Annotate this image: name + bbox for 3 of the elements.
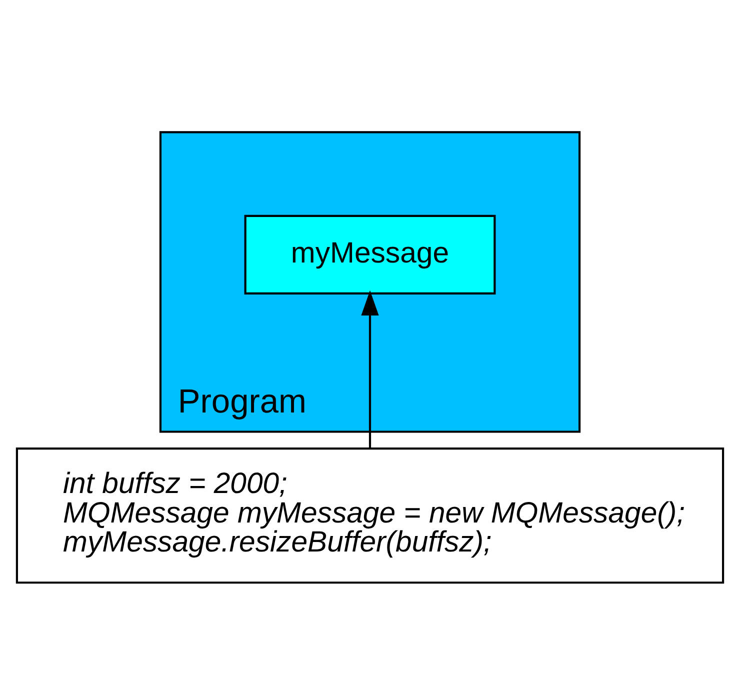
node-box: myMessage (244, 214, 496, 295)
arrow (361, 290, 379, 448)
node-box: int buffsz = 2000; MQMessage myMessage = new MQMessage(); myMessage.resizeBuffer(buffsz); (16, 447, 724, 584)
